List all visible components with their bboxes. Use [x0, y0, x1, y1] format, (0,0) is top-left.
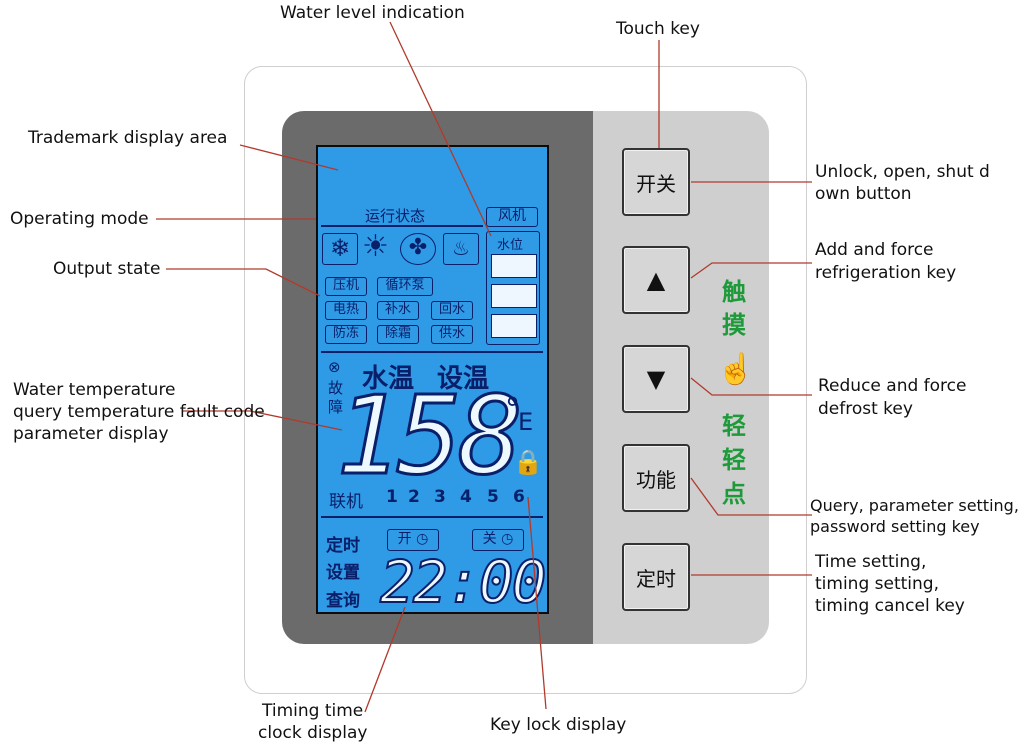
callout-timing-clock-1: Timing time [262, 701, 364, 721]
output-antifreeze: 防冻 [325, 325, 367, 344]
clock-off-icon: ◷ [501, 531, 514, 547]
touch-char-5: 点 [722, 479, 746, 508]
main-temperature-digits: 158 [334, 374, 524, 499]
callout-add-force-2: refrigeration key [815, 263, 957, 283]
callout-query-1: Query, parameter setting, [810, 496, 1019, 515]
water-level-box [486, 231, 540, 345]
timer-on-label: 开 [397, 531, 412, 547]
water-level-bar-1 [491, 254, 537, 278]
timer-off-label: 关 [482, 531, 497, 547]
lcd-divider-top [321, 225, 483, 227]
callout-water-temp-3: parameter display [13, 424, 169, 444]
unit-number-4: 4 [460, 487, 472, 507]
callout-touch-key: Touch key [616, 19, 700, 39]
callout-reduce-force-1: Reduce and force [818, 376, 967, 396]
unit-number-1: 1 [386, 487, 398, 507]
lcd-screen [316, 145, 549, 614]
triangle-down-icon: ▼ [646, 365, 666, 393]
callout-unlock-1: Unlock, open, shut d [815, 162, 990, 182]
down-key[interactable]: ▼ [622, 345, 690, 413]
lock-icon: 🔒 [513, 448, 543, 476]
output-compressor: 压机 [325, 277, 367, 296]
timer-on-box: 开 ◷ [387, 529, 439, 551]
unit-letter: E [518, 408, 534, 436]
touch-char-2: 摸 [722, 310, 746, 339]
unit-number-2: 2 [408, 487, 420, 507]
water-heat-icon: ♨ [443, 233, 479, 265]
callout-trademark: Trademark display area [28, 128, 228, 148]
output-electric-heat: 电热 [325, 301, 367, 320]
callout-time-setting-3: timing cancel key [815, 596, 965, 616]
unit-number-5: 5 [487, 487, 499, 507]
fan-box: 风机 [486, 207, 538, 227]
timer-off-box: 关 ◷ [472, 529, 524, 551]
callout-time-setting-1: Time setting, [815, 552, 927, 572]
callout-time-setting-2: timing setting, [815, 574, 939, 594]
clock-on-icon: ◷ [416, 531, 429, 547]
fault-symbol: ⊗ [328, 358, 341, 376]
snowflake-icon: ❄ [322, 233, 358, 265]
callout-water-temp-1: Water temperature [13, 380, 176, 400]
callout-water-temp-2: query temperature fault code [13, 402, 265, 422]
degree-symbol: ° [505, 392, 520, 427]
callout-timing-clock-2: clock display [258, 723, 368, 743]
output-feed-water: 供水 [431, 325, 473, 344]
callout-output-state: Output state [53, 259, 161, 279]
callout-key-lock: Key lock display [490, 715, 627, 735]
callout-reduce-force-2: defrost key [818, 399, 913, 419]
set-temp-label: 设温 [437, 364, 490, 394]
timer-key[interactable]: 定时 [622, 543, 690, 611]
triangle-up-icon: ▲ [646, 266, 666, 294]
output-circulation-pump: 循环泵 [377, 277, 433, 296]
callout-water-level: Water level indication [280, 3, 465, 23]
fault-label-2: 障 [328, 398, 344, 416]
water-level-bar-3 [491, 314, 537, 338]
callout-operating-mode: Operating mode [10, 209, 149, 229]
lcd-divider-bottom [321, 516, 543, 518]
run-state-label: 运行状态 [365, 207, 426, 225]
touch-char-3: 轻 [722, 411, 746, 440]
callout-query-2: password setting key [810, 517, 980, 536]
link-label: 联机 [329, 492, 363, 512]
power-key[interactable]: 开关 [622, 148, 690, 216]
fault-label-1: 故 [328, 379, 344, 397]
fan-icon: ✤ [400, 233, 436, 265]
callout-unlock-2: own button [815, 184, 912, 204]
output-defrost: 除霜 [377, 325, 419, 344]
timer-label: 定时 [326, 536, 360, 556]
water-level-bar-2 [491, 284, 537, 308]
hand-tap-icon: ☝ [717, 352, 755, 387]
lcd-divider-middle [321, 351, 543, 353]
output-water-supply: 补水 [377, 301, 419, 320]
query-label: 查询 [326, 591, 360, 611]
sun-icon: ☀ [362, 229, 389, 264]
water-level-label: 水位 [497, 238, 524, 253]
function-key[interactable]: 功能 [622, 444, 690, 512]
setup-label: 设置 [326, 563, 360, 583]
water-temp-label: 水温 [362, 364, 415, 394]
callout-add-force-1: Add and force [815, 240, 934, 260]
clock-display: 22:00 [379, 548, 548, 616]
up-key[interactable]: ▲ [622, 246, 690, 314]
touch-char-4: 轻 [722, 445, 746, 474]
unit-number-3: 3 [434, 487, 446, 507]
output-water-return: 回水 [431, 301, 473, 320]
unit-number-6: 6 [513, 487, 525, 507]
touch-char-1: 触 [722, 277, 746, 306]
